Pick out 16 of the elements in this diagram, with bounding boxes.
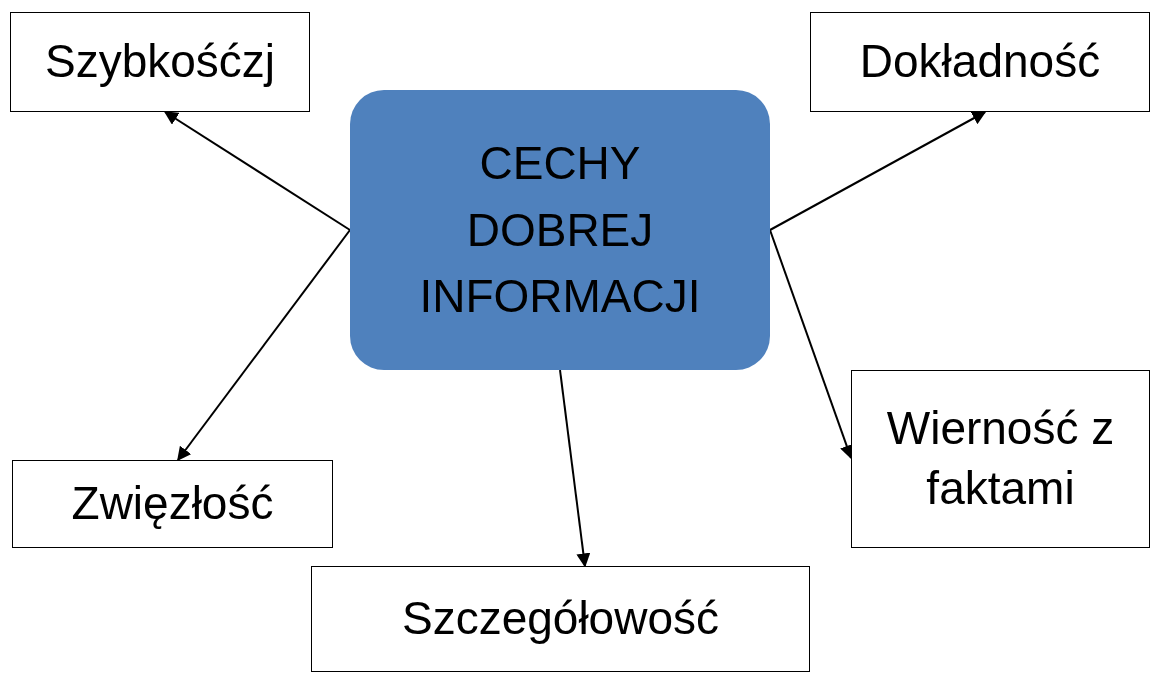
title-label: CECHY DOBREJ INFORMACJI [418,135,702,325]
arrow [559,369,591,568]
box-label: Szczegółowość [401,591,719,647]
box-label: Szybkośćzj [44,34,276,90]
arrow [769,111,987,231]
box-label: Wierność z faktami [885,401,1116,516]
box-label: Dokładność [859,34,1101,90]
arrow [163,111,351,231]
text-box [810,12,1150,112]
arrow [176,229,351,462]
text-box [851,370,1150,548]
rounded-box [350,90,770,370]
text-box [10,12,310,112]
text-box [12,460,333,548]
text-box [311,566,810,672]
box-label: Zwięzłość [71,476,274,532]
